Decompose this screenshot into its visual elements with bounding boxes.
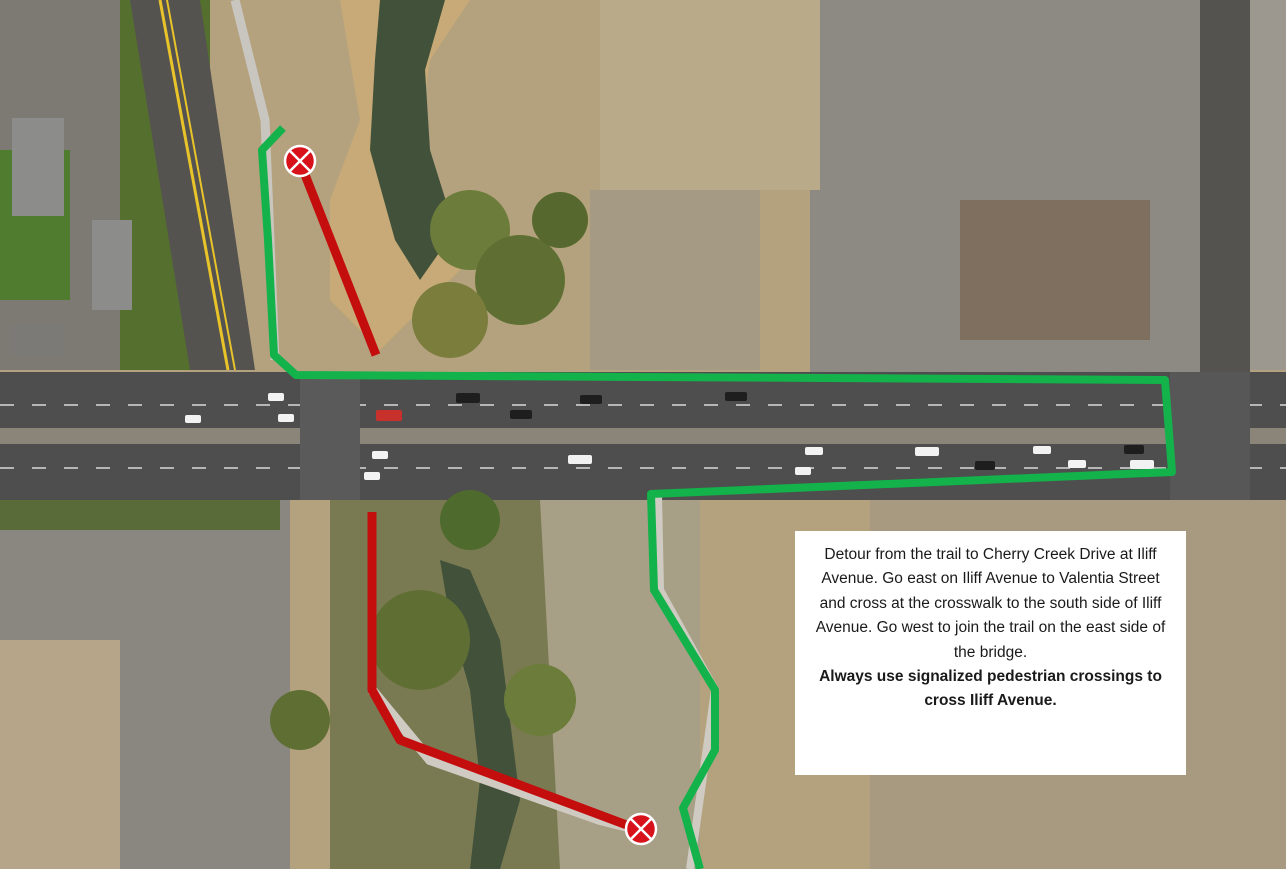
safety-warning: Always use signalized pedestrian crossin… (819, 668, 1162, 710)
closure-marker-icon (283, 144, 317, 178)
office-building (0, 640, 120, 869)
tree-cluster (412, 282, 488, 358)
detour-description: Detour from the trail to Cherry Creek Dr… (815, 546, 1166, 661)
closed-trail-south (367, 512, 642, 835)
traffic (185, 393, 1154, 480)
gravel-yard (600, 0, 820, 190)
bridge-deck (300, 372, 360, 500)
closure-marker-icon (624, 812, 658, 846)
creek (370, 0, 455, 280)
lane-line (158, 0, 230, 371)
valentia-intersection (1170, 372, 1250, 500)
median (0, 428, 1286, 444)
dirt-lot (960, 200, 1150, 340)
building (10, 325, 65, 355)
tree-cluster (532, 192, 588, 248)
tree-cluster (440, 490, 500, 550)
detour-route (258, 125, 1176, 869)
tree-cluster (475, 235, 565, 325)
building (12, 118, 64, 216)
valentia-street (1200, 0, 1250, 372)
closed-trail-north (295, 160, 381, 357)
building (92, 220, 132, 310)
tree-cluster (370, 590, 470, 690)
detour-info-box: Detour from the trail to Cherry Creek Dr… (795, 531, 1186, 775)
tree-cluster (504, 664, 576, 736)
east-lot (1250, 0, 1286, 370)
industrial-yard (590, 190, 760, 370)
traffic (456, 392, 1144, 470)
traffic (376, 410, 402, 421)
lawn-strip (0, 500, 280, 530)
tree-cluster (270, 690, 330, 750)
lane-line (166, 0, 236, 371)
